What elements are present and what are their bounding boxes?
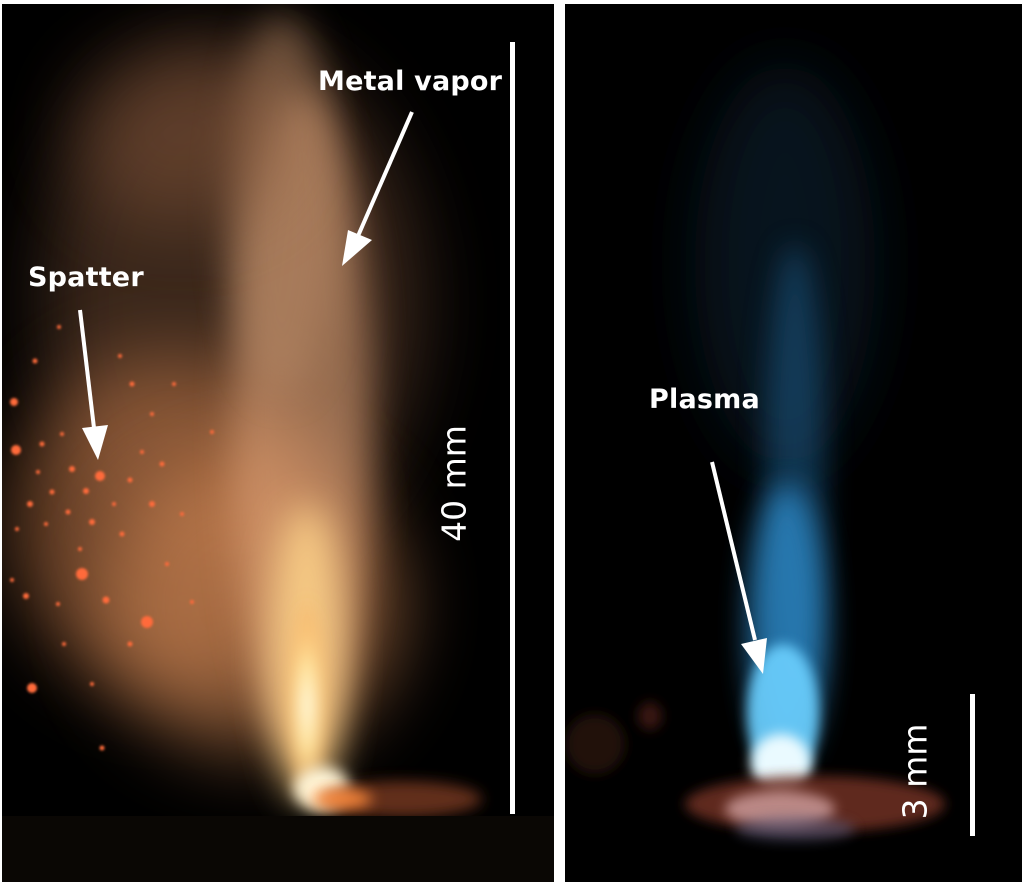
metal-vapor-label: Metal vapor bbox=[318, 66, 503, 97]
plasma-label: Plasma bbox=[649, 384, 760, 415]
plasma-arrow-group bbox=[710, 461, 767, 674]
scale-bar-3mm bbox=[970, 694, 975, 836]
spatter-arrowhead bbox=[82, 425, 108, 460]
plasma-arrow bbox=[710, 461, 757, 641]
scale-bar-40mm bbox=[510, 42, 515, 814]
plasma-photo bbox=[565, 4, 1022, 882]
spatter-label: Spatter bbox=[28, 262, 144, 293]
spatter-arrow bbox=[78, 309, 96, 429]
metal-vapor-arrow bbox=[356, 111, 414, 237]
plasma-arrowhead bbox=[741, 638, 767, 674]
scale-label-40mm: 40 mm bbox=[434, 425, 474, 542]
right-photo-panel: Plasma 3 mm bbox=[565, 4, 1022, 882]
arrow-annotations bbox=[78, 111, 414, 460]
left-photo-panel: Metal vapor Spatter 40 mm bbox=[2, 4, 554, 882]
metal-vapor-arrowhead bbox=[342, 230, 372, 266]
laser-vapor-photo bbox=[2, 4, 554, 882]
scale-label-3mm: 3 mm bbox=[895, 723, 935, 820]
